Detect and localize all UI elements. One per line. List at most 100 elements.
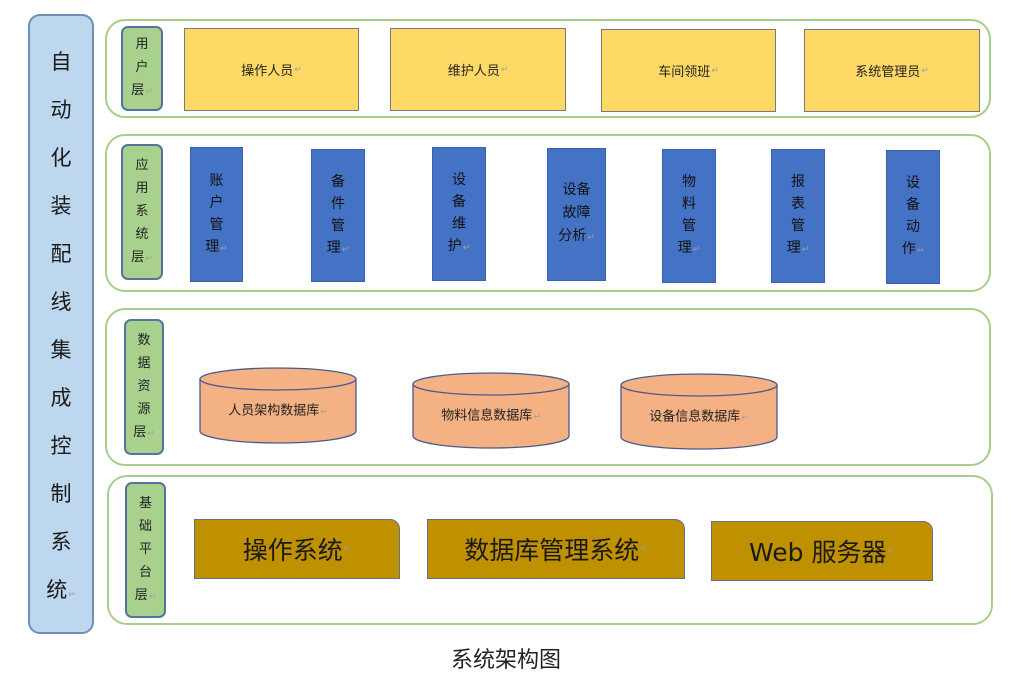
- layer-label-char: 层↵: [134, 587, 157, 603]
- paragraph-mark: ↵: [801, 245, 810, 255]
- application-module: 设备动作↵: [886, 150, 940, 284]
- paragraph-mark: ↵: [533, 412, 541, 423]
- paragraph-mark: ↵: [343, 544, 352, 554]
- platform-dbms: 数据库管理系统↵: [427, 519, 685, 579]
- application-module-line: 设: [452, 172, 466, 188]
- layer-label-char: 系: [135, 203, 149, 219]
- layer-label-char: 层↵: [133, 424, 155, 440]
- paragraph-mark: ↵: [341, 244, 350, 255]
- database-cylinder: 人员架构数据库↵: [199, 367, 357, 444]
- system-title-char: 化: [50, 145, 72, 170]
- paragraph-mark: ↵: [916, 246, 925, 256]
- platform-label: Web 服务器: [749, 538, 887, 567]
- application-module-line: 设: [906, 175, 920, 191]
- user-role-operator: 操作人员↵: [184, 28, 359, 111]
- user-role-label: 维护人员: [447, 64, 500, 79]
- application-layer-label: 应用系统层↵: [121, 144, 163, 280]
- layer-label-char: 基: [138, 495, 152, 511]
- application-module-line: 作↵: [901, 241, 925, 257]
- database-shape: [199, 367, 357, 444]
- application-module-line: 物: [682, 174, 696, 190]
- paragraph-mark: ↵: [320, 407, 328, 418]
- application-module-line: 护↵: [447, 238, 471, 254]
- application-module-line: 户: [209, 194, 224, 211]
- application-module-line: 分析↵: [558, 228, 595, 244]
- database-label: 人员架构数据库↵: [228, 403, 328, 419]
- system-title-char: 线: [50, 289, 72, 314]
- figure-caption: 系统架构图: [450, 648, 561, 673]
- user-role-label: 车间领班: [658, 65, 711, 80]
- database-label: 物料信息数据库↵: [441, 408, 541, 424]
- application-module-line: 理↵: [677, 240, 701, 256]
- paragraph-mark: ↵: [711, 65, 719, 76]
- application-module-line: 报: [791, 174, 805, 190]
- platform-operating-system: 操作系统↵: [194, 519, 400, 579]
- layer-label-char: 源: [137, 401, 151, 417]
- paragraph-mark: ↵: [921, 65, 929, 76]
- user-role-foreman: 车间领班↵: [601, 29, 776, 112]
- layer-label-char: 层↵: [131, 83, 153, 98]
- system-title-char: 集: [50, 337, 72, 362]
- paragraph-mark: ↵: [741, 413, 749, 424]
- application-module: 设备维护↵: [432, 147, 486, 281]
- platform-layer-label: 基础平台层↵: [125, 482, 166, 618]
- application-module-line: 备: [906, 197, 920, 213]
- system-title-char: 制: [50, 481, 72, 506]
- paragraph-mark: ↵: [68, 589, 76, 600]
- application-module-line: 料: [682, 196, 696, 212]
- layer-label-char: 资: [137, 378, 151, 394]
- paragraph-mark: ↵: [220, 243, 228, 254]
- application-module-line: 管: [209, 216, 224, 233]
- application-module-line: 管: [682, 218, 696, 234]
- platform-label: 操作系统: [242, 536, 343, 565]
- application-module-line: 动: [906, 219, 920, 235]
- application-module-line: 理↵: [326, 239, 350, 256]
- system-title-char: 系: [50, 529, 72, 554]
- system-title-char: 动: [50, 97, 72, 122]
- application-module: 备件管理↵: [311, 149, 365, 282]
- paragraph-mark: ↵: [294, 64, 302, 75]
- application-module-line: 管: [791, 218, 805, 234]
- application-module-line: 理↵: [205, 238, 228, 255]
- application-module: 设备故障分析↵: [547, 148, 606, 281]
- user-role-maintainer: 维护人员↵: [390, 28, 566, 111]
- layer-label-char: 用: [135, 37, 149, 52]
- platform-web-server: Web 服务器↵: [711, 521, 933, 581]
- paragraph-mark: ↵: [147, 428, 155, 439]
- paragraph-mark: ↵: [500, 64, 509, 75]
- application-module-line: 备: [331, 173, 345, 190]
- application-module: 报表管理↵: [771, 149, 825, 283]
- layer-label-char: 应: [135, 157, 149, 173]
- paragraph-mark: ↵: [640, 544, 648, 554]
- paragraph-mark: ↵: [692, 245, 701, 255]
- layer-label-char: 台: [138, 564, 152, 580]
- system-title-char: 配: [50, 241, 72, 266]
- system-title-char: 成: [50, 385, 72, 410]
- application-module: 物料管理↵: [662, 149, 716, 283]
- layer-label-char: 础: [138, 518, 152, 534]
- paragraph-mark: ↵: [462, 243, 471, 253]
- database-shape: [412, 372, 570, 449]
- paragraph-mark: ↵: [887, 546, 895, 556]
- user-layer-label: 用户层↵: [121, 26, 163, 111]
- system-title-char: 统↵: [46, 577, 76, 602]
- paragraph-mark: ↵: [148, 591, 157, 602]
- application-module: 账户管理↵: [190, 147, 243, 282]
- system-title-char: 装: [50, 193, 72, 218]
- layer-label-char: 据: [137, 355, 151, 371]
- layer-label-char: 层↵: [131, 249, 153, 265]
- data-layer-label: 数据资源层↵: [124, 319, 164, 455]
- user-role-label: 操作人员: [241, 64, 294, 79]
- application-module-line: 故障: [562, 205, 591, 221]
- layer-label-char: 用: [135, 180, 149, 196]
- paragraph-mark: ↵: [587, 233, 595, 243]
- application-module-line: 管: [331, 217, 345, 234]
- layer-label-char: 户: [135, 60, 149, 75]
- application-module-line: 设备: [562, 182, 591, 198]
- system-title-char: 自: [50, 49, 72, 74]
- platform-label: 数据库管理系统: [464, 536, 640, 565]
- user-role-admin: 系统管理员↵: [804, 29, 980, 112]
- user-role-label: 系统管理员: [855, 65, 921, 80]
- application-module-line: 维: [452, 216, 466, 232]
- layer-label-char: 数: [137, 332, 151, 348]
